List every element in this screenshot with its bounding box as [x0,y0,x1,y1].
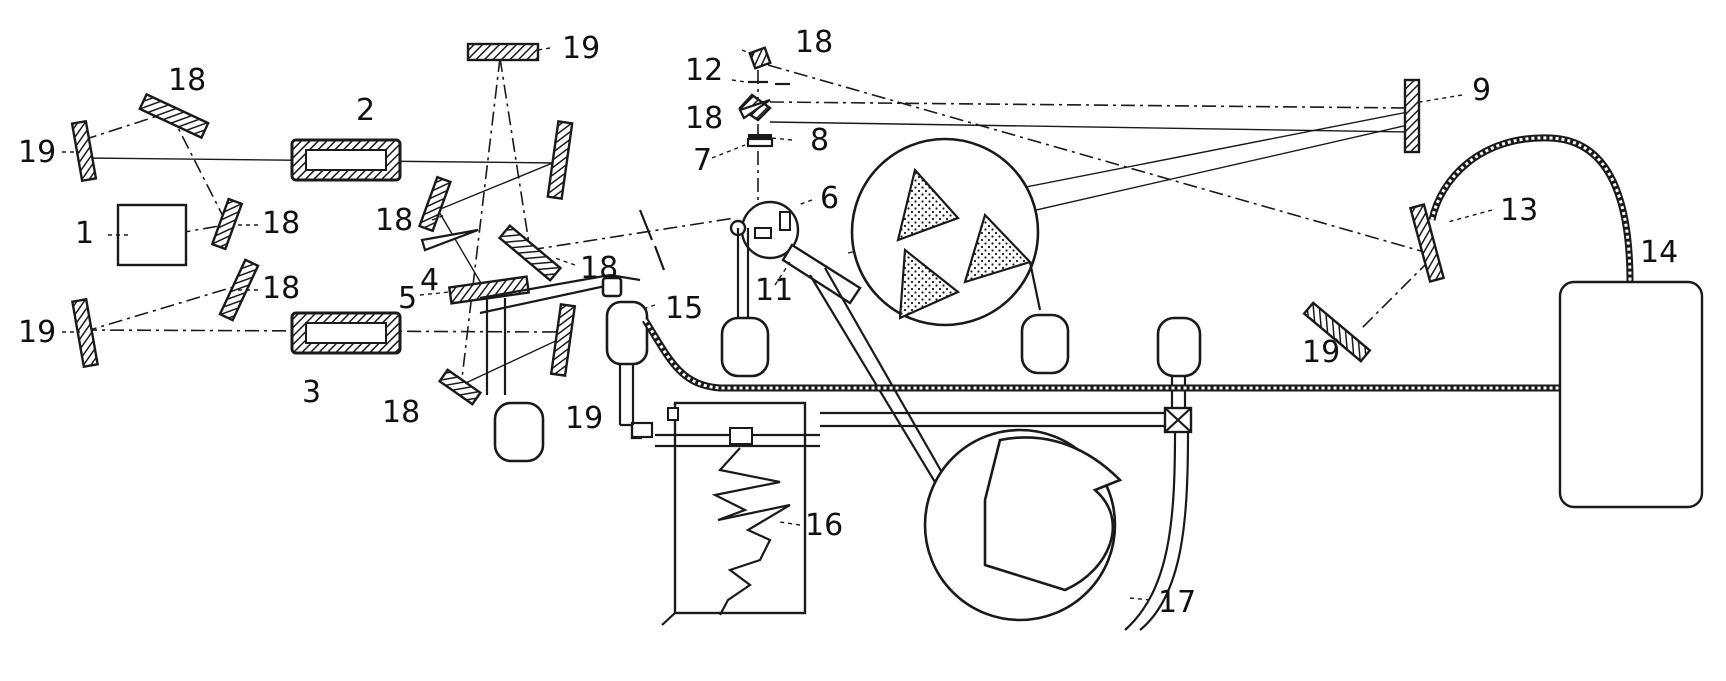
label-16: 16 [805,508,843,543]
mirrors [70,42,1446,406]
detector-valve-assembly [820,316,1202,631]
label-18: 18 [382,395,420,430]
mirror-19-left-top [70,119,98,183]
label-14: 14 [1640,235,1678,270]
label-4: 4 [420,263,439,298]
mirror-19-far-right [1302,301,1372,363]
prism-middle [963,212,1033,284]
label-17: 17 [1158,585,1196,620]
mirror-18-bottom-center [437,368,483,406]
detector-15 [605,300,654,440]
photomultiplier-right [1156,316,1202,378]
label-13: 13 [1500,193,1538,228]
label-7: 7 [693,143,712,178]
mirror-19-top [466,42,540,62]
label-12: 12 [685,53,723,88]
mirror-18-left-small [210,197,244,251]
label-8: 8 [810,123,829,158]
label-5: 5 [398,281,417,316]
laser-cell-2 [290,138,402,182]
detector-left-assembly [479,273,641,463]
mirror-18-center-b [497,223,563,283]
label-19: 19 [18,315,56,350]
photomultiplier-6 [720,316,770,378]
label-18: 18 [580,251,618,286]
mirror-18-top-right [748,46,772,70]
leader-lines [62,47,1493,601]
mirror-19-right-bottom [549,303,577,377]
label-11: 11 [755,273,793,308]
mirror-5 [447,275,531,305]
label-19: 19 [1302,335,1340,370]
sample-turntable-17 [923,428,1123,622]
mirror-9 [1403,78,1421,154]
label-6: 6 [820,181,839,216]
label-15: 15 [665,291,703,326]
sample-cell-6 [720,200,800,378]
detector-15-head [601,276,623,298]
label-18: 18 [262,206,300,241]
controller-box-14 [1558,280,1704,509]
prism-bottom [898,247,961,320]
mirror-18-left-top [138,92,210,140]
label-19: 19 [562,31,600,66]
label-19: 19 [18,135,56,170]
mirror-13 [1408,203,1446,283]
labels: 19 18 2 1 18 18 19 3 18 4 5 18 18 19 19 … [18,25,1678,620]
component-12-7-8 [638,80,790,271]
label-18: 18 [685,101,723,136]
label-18: 18 [262,271,300,306]
label-9: 9 [1472,73,1491,108]
label-1: 1 [75,216,94,251]
photomultiplier-inset [1020,313,1070,375]
photomultiplier-left [493,401,545,463]
prism-4 [420,228,479,252]
chart-recorder-16 [655,401,820,626]
label-2: 2 [356,93,375,128]
mirror-18-center-a [417,175,453,233]
label-18: 18 [795,25,833,60]
label-18: 18 [375,203,413,238]
laser-source-1 [116,203,188,267]
prism-inset [850,137,1070,375]
mirror-19-left-bottom [70,297,100,369]
tubing [642,134,1634,392]
laser-cell-3 [290,311,402,355]
mirror-19-right-top [546,120,574,200]
prism-top [896,167,960,242]
label-3: 3 [302,375,321,410]
label-19: 19 [565,401,603,436]
wedge-18 [738,98,771,120]
label-18: 18 [168,63,206,98]
